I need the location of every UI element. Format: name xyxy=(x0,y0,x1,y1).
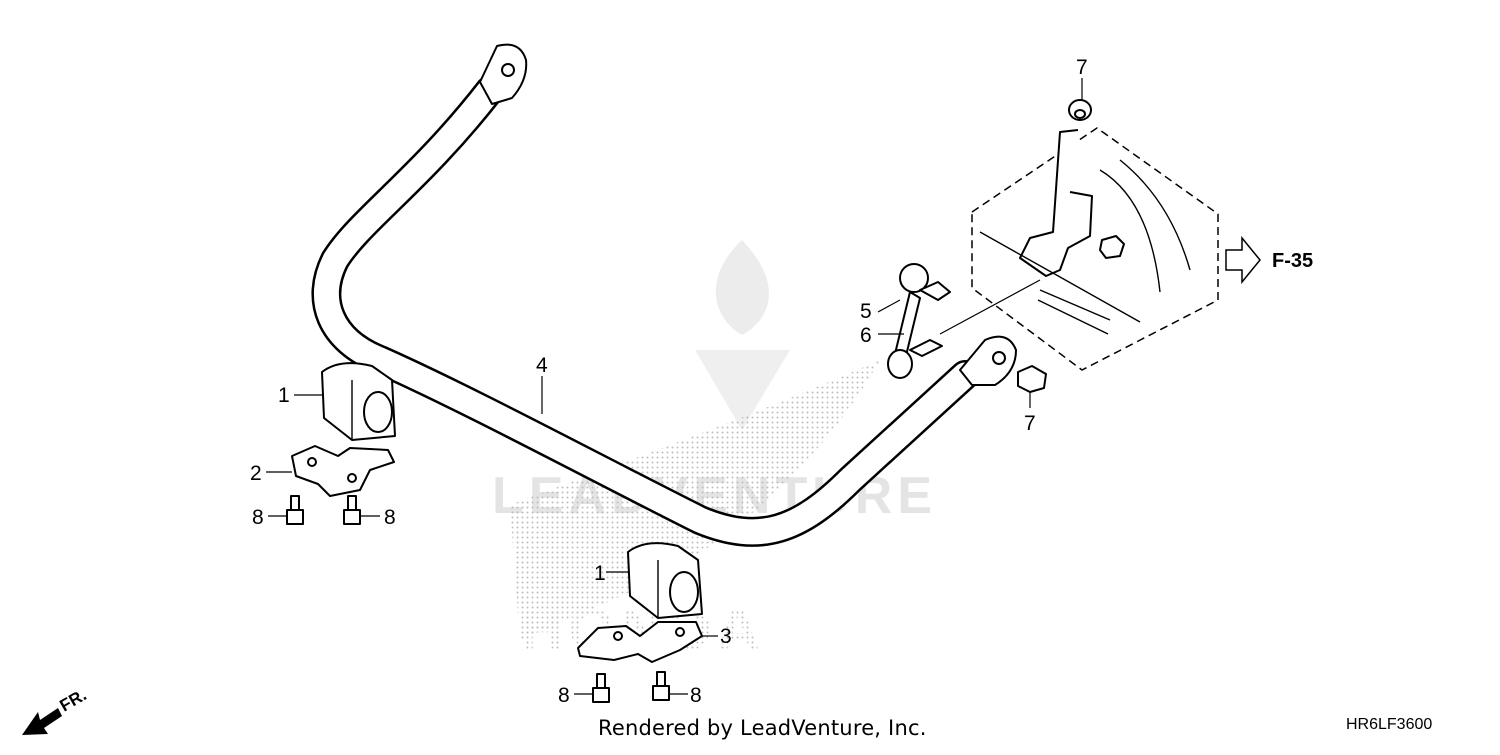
callout-bushing-upper: 1 xyxy=(278,384,290,407)
bar-end-lower xyxy=(959,335,1017,386)
stabilizer-link xyxy=(887,263,951,379)
reference-label: F-35 xyxy=(1272,250,1313,272)
bolt-4 xyxy=(652,671,670,701)
reference-arrow-icon xyxy=(1225,235,1261,285)
callout-bolt-4: 8 xyxy=(690,684,702,707)
callout-stabilizer-bar: 4 xyxy=(536,354,548,377)
callout-bolt-2: 8 xyxy=(384,506,396,529)
nut-lower xyxy=(1017,365,1047,393)
callout-link-5: 5 xyxy=(860,300,872,323)
bracket-upper xyxy=(291,445,395,497)
bar-end-hole-upper xyxy=(501,63,515,77)
callout-bolt-3: 8 xyxy=(558,684,570,707)
reference-f35: F-35 xyxy=(1225,235,1313,285)
bolt-1 xyxy=(286,495,304,525)
callout-bracket-lower: 3 xyxy=(720,625,732,648)
callout-bracket-upper: 2 xyxy=(250,462,262,485)
watermark-wing-icon xyxy=(510,360,880,640)
callout-nut-lower: 7 xyxy=(1024,412,1036,435)
front-arrow-icon xyxy=(22,708,62,735)
bolt-3 xyxy=(592,673,610,703)
bolt-2 xyxy=(343,495,361,525)
bar-end-hole-lower xyxy=(992,351,1006,365)
watermark-flame-icon xyxy=(715,240,769,335)
callouts: 1 2 8 8 4 5 6 7 7 1 3 8 8 xyxy=(250,56,1088,707)
diagram-code: HR6LF3600 xyxy=(1346,716,1433,733)
nut-upper xyxy=(1068,99,1092,121)
callout-link-6: 6 xyxy=(860,324,872,347)
credit-text: Rendered by LeadVenture, Inc. xyxy=(598,716,927,740)
bushing-lower xyxy=(627,542,703,619)
callout-bushing-lower: 1 xyxy=(594,562,606,585)
leader-lines xyxy=(266,78,1083,695)
front-label: FR. xyxy=(57,685,90,715)
frame-inset xyxy=(971,127,1219,371)
stabilizer-bar xyxy=(311,43,1017,547)
callout-bolt-1: 8 xyxy=(252,506,264,529)
front-direction: FR. xyxy=(22,685,90,735)
callout-nut-upper: 7 xyxy=(1076,56,1088,79)
watermark-v-logo xyxy=(695,350,790,430)
bushing-upper xyxy=(321,362,396,441)
